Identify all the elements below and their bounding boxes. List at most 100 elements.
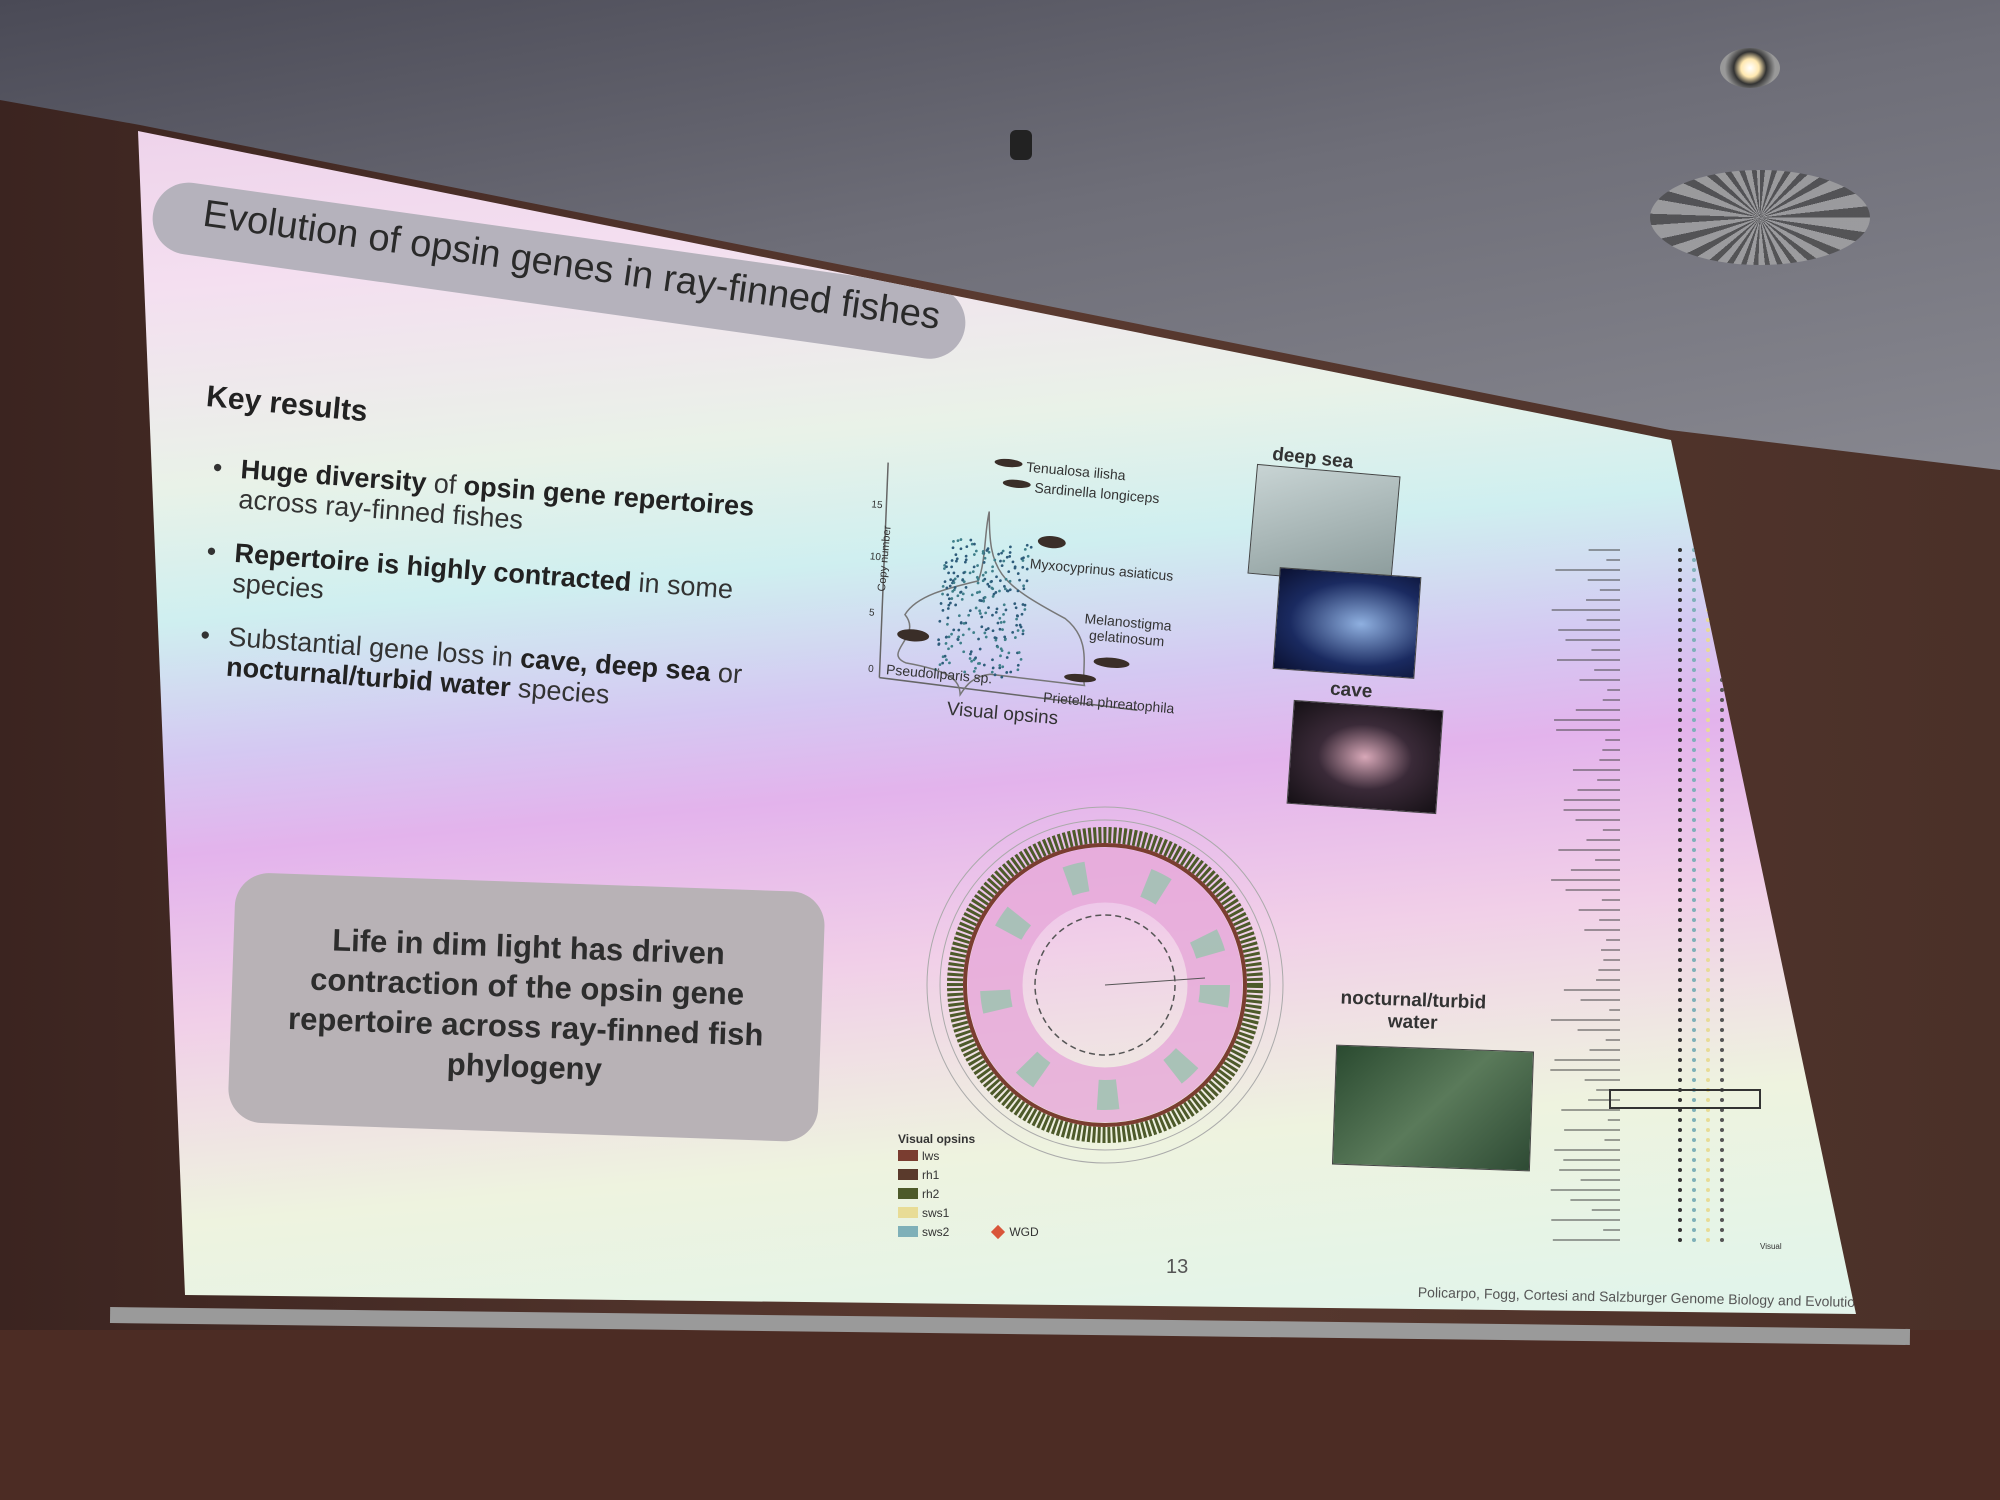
legend-item: sws1 xyxy=(898,1203,1039,1222)
legend-label: rh2 xyxy=(922,1186,940,1201)
copy-dot xyxy=(1706,1148,1710,1152)
copy-dot xyxy=(1720,598,1724,602)
copy-dot xyxy=(1678,768,1682,772)
copy-dot xyxy=(1678,628,1682,632)
copy-dot xyxy=(1706,808,1710,812)
scatter-point xyxy=(1025,543,1029,547)
species-tree-panel: Copy number Visual xyxy=(1540,490,1790,1260)
copy-dot xyxy=(1678,1238,1682,1242)
copy-dot xyxy=(1678,1148,1682,1152)
scatter-point xyxy=(952,539,955,543)
copy-dot xyxy=(1706,1028,1710,1032)
copy-dot xyxy=(1692,978,1696,982)
copy-dot xyxy=(1706,1198,1710,1202)
copy-dot xyxy=(1720,568,1724,572)
scatter-point xyxy=(980,625,984,629)
scatter-point xyxy=(947,635,951,639)
copy-dot xyxy=(1692,908,1696,912)
copy-dot xyxy=(1706,938,1710,942)
scatter-point xyxy=(996,645,1000,649)
scatter-point xyxy=(957,635,961,639)
copy-dot xyxy=(1706,688,1710,692)
species-tree-svg xyxy=(1550,548,1761,1242)
scatter-point xyxy=(999,654,1002,658)
scatter-point xyxy=(963,560,967,564)
copy-dot xyxy=(1692,798,1696,802)
copy-dot xyxy=(1706,598,1710,602)
copy-dot xyxy=(1692,748,1696,752)
copy-dot xyxy=(1706,958,1710,962)
scatter-point xyxy=(1005,656,1009,659)
copy-dot xyxy=(1692,668,1696,672)
copy-dot xyxy=(1720,888,1724,892)
scatter-point xyxy=(1021,565,1025,569)
scatter-point xyxy=(976,581,980,585)
copy-dot xyxy=(1706,568,1710,572)
copy-dot xyxy=(1678,708,1682,712)
page-number: 13 xyxy=(1166,1256,1189,1278)
copy-dot xyxy=(1692,948,1696,952)
scatter-point xyxy=(1009,670,1013,674)
copy-dot xyxy=(1678,578,1682,582)
scatter-point xyxy=(982,599,986,603)
copy-dot xyxy=(1678,658,1682,662)
copy-dot xyxy=(1706,918,1710,922)
bullet-item: Repertoire is highly contracted in some … xyxy=(201,536,824,641)
scatter-point xyxy=(984,628,988,632)
copy-dot xyxy=(1678,868,1682,872)
scatter-point xyxy=(968,609,972,613)
copy-dot xyxy=(1678,818,1682,822)
copy-dot xyxy=(1692,1028,1696,1032)
copy-dot xyxy=(1692,778,1696,782)
copy-dot xyxy=(1706,1008,1710,1012)
copy-dot xyxy=(1720,688,1724,692)
scatter-point xyxy=(962,650,966,654)
copy-dot xyxy=(1720,558,1724,562)
scatter-point xyxy=(1001,549,1005,553)
y-tick: 5 xyxy=(868,607,875,619)
copy-dot xyxy=(1720,728,1724,732)
scatter-point xyxy=(938,663,942,667)
copy-dot xyxy=(1678,688,1682,692)
copy-dot xyxy=(1692,848,1696,852)
copy-dot xyxy=(1706,718,1710,722)
scatter-point xyxy=(973,542,976,546)
scatter-point xyxy=(964,558,968,562)
copy-dot xyxy=(1692,578,1696,582)
copy-dot xyxy=(1706,698,1710,702)
scatter-point xyxy=(1016,668,1020,672)
scatter-point xyxy=(945,586,949,590)
scatter-point xyxy=(947,603,951,607)
copy-dot xyxy=(1720,1048,1724,1052)
scatter-point xyxy=(945,565,948,569)
copy-dot xyxy=(1678,838,1682,842)
scatter-point xyxy=(971,570,975,574)
copy-dot xyxy=(1720,608,1724,612)
scatter-point xyxy=(955,559,958,563)
copy-dot xyxy=(1678,568,1682,572)
copy-dot xyxy=(1678,888,1682,892)
copy-dot xyxy=(1720,1098,1724,1102)
copy-dot xyxy=(1692,638,1696,642)
copy-dot xyxy=(1678,928,1682,932)
copy-dot xyxy=(1692,1018,1696,1022)
copy-dot xyxy=(1706,758,1710,762)
scatter-point xyxy=(1022,556,1025,560)
copy-dot xyxy=(1706,898,1710,902)
copy-dot xyxy=(1720,878,1724,882)
copy-dot xyxy=(1720,578,1724,582)
copy-dot xyxy=(1720,768,1724,772)
scatter-point xyxy=(952,588,956,592)
scatter-point xyxy=(968,571,972,575)
legend-item: rh1 xyxy=(898,1165,1039,1184)
scatter-point xyxy=(975,591,979,594)
copy-dot xyxy=(1706,828,1710,832)
copy-dot xyxy=(1692,558,1696,562)
scatter-point xyxy=(950,597,954,600)
copy-dot xyxy=(1720,1188,1724,1192)
scatter-point xyxy=(1003,587,1007,591)
copy-dot xyxy=(1678,1068,1682,1072)
scatter-point xyxy=(1002,620,1006,624)
scatter-point xyxy=(1003,635,1007,639)
scatter-point xyxy=(986,582,990,586)
